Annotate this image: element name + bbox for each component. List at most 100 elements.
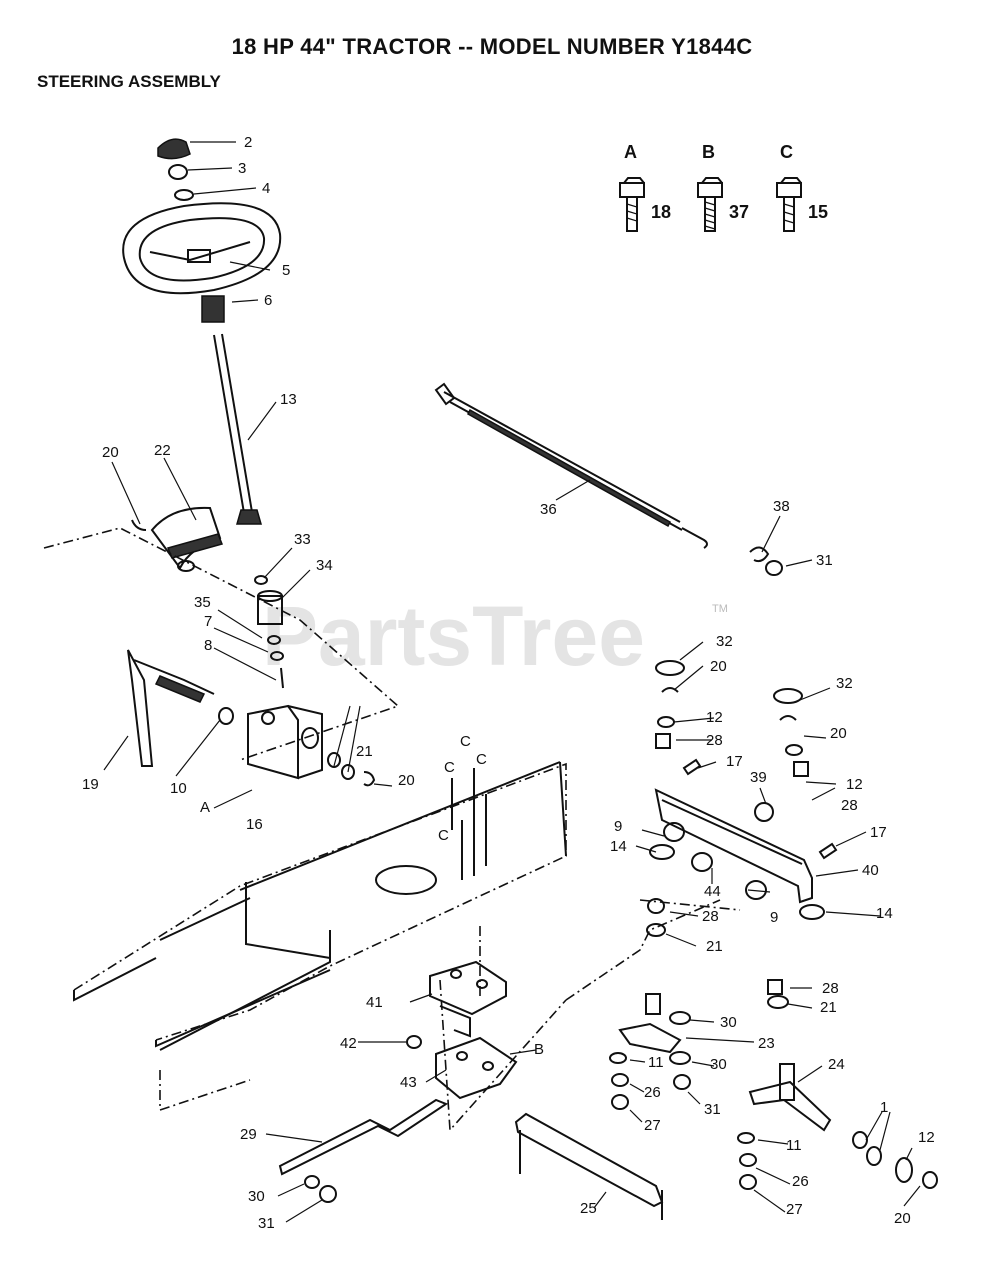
callout-11-left: 11 <box>648 1054 664 1071</box>
callout-22: 22 <box>154 442 171 459</box>
callout-21-lower: 21 <box>820 999 837 1016</box>
callout-27-right: 27 <box>786 1201 803 1218</box>
callout-7: 7 <box>204 613 212 630</box>
callout-labels: 2 3 4 5 6 13 20 22 33 34 35 7 8 19 10 A … <box>82 134 935 1232</box>
callout-39: 39 <box>750 769 767 786</box>
callout-31-upper: 31 <box>816 552 833 569</box>
callout-30-lower: 30 <box>248 1188 265 1205</box>
support-bracket-43-icon <box>435 1036 518 1100</box>
bolt-b-icon <box>697 177 723 232</box>
page-title: 18 HP 44" TRACTOR -- MODEL NUMBER Y1844C <box>231 34 753 59</box>
callout-32-left: 32 <box>716 633 733 650</box>
leader-lines <box>103 141 921 1223</box>
steering-wheel-group <box>122 138 284 689</box>
callout-c-4: C <box>438 827 449 844</box>
callout-32-right: 32 <box>836 675 853 692</box>
callout-14-right: 14 <box>876 905 893 922</box>
spindle-left-icon <box>609 993 691 1110</box>
callout-34: 34 <box>316 557 333 574</box>
callout-c-1: C <box>460 733 471 750</box>
washer-small-2-icon <box>270 651 284 661</box>
callout-20-right: 20 <box>830 725 847 742</box>
callout-33: 33 <box>294 531 311 548</box>
callout-9-upper: 9 <box>614 818 622 835</box>
callout-30-upper: 30 <box>720 1014 737 1031</box>
callout-21-middle: 21 <box>706 938 723 955</box>
callout-5: 5 <box>282 262 290 279</box>
callout-44: 44 <box>704 883 721 900</box>
steering-wheel-icon <box>122 202 282 295</box>
steering-gear-icon <box>131 506 224 572</box>
clip-38-icon <box>749 546 783 576</box>
callout-24: 24 <box>828 1056 845 1073</box>
callout-31-lower: 31 <box>258 1215 275 1232</box>
callout-10: 10 <box>170 780 187 797</box>
washer-small-icon <box>267 635 281 645</box>
bolt-c-icon <box>776 177 802 232</box>
nut-icon <box>168 164 188 180</box>
callout-20-lower: 20 <box>894 1210 911 1227</box>
callout-42: 42 <box>340 1035 357 1052</box>
section-title: STEERING ASSEMBLY <box>37 72 221 91</box>
front-axle-group <box>646 660 838 1009</box>
callout-11-right: 11 <box>786 1137 802 1154</box>
callout-c-3: C <box>476 751 487 768</box>
callout-21-upper: 21 <box>356 743 373 760</box>
callout-3: 3 <box>238 160 246 177</box>
callout-16: 16 <box>246 816 263 833</box>
callout-8: 8 <box>204 637 212 654</box>
callout-41: 41 <box>366 994 383 1011</box>
callout-30-middle: 30 <box>710 1056 727 1073</box>
callout-28-left: 28 <box>706 732 723 749</box>
callout-17-left: 17 <box>726 753 743 770</box>
callout-28-right: 28 <box>841 797 858 814</box>
callout-c-2: C <box>444 759 455 776</box>
callout-43: 43 <box>400 1074 417 1091</box>
watermark-text: PartsTree <box>262 589 645 683</box>
callout-26-left: 26 <box>644 1084 661 1101</box>
spindle-right-icon <box>737 1063 938 1190</box>
callout-38: 38 <box>773 498 790 515</box>
callout-31-middle: 31 <box>704 1101 721 1118</box>
legend-qty-b: 37 <box>729 202 749 222</box>
cap-icon <box>157 138 191 160</box>
callout-29: 29 <box>240 1126 257 1143</box>
steering-adapter-icon <box>201 295 225 323</box>
legend-bolts: A B C 18 37 15 <box>619 142 828 232</box>
callout-26-right: 26 <box>792 1173 809 1190</box>
callout-12-lower: 12 <box>918 1129 935 1146</box>
callout-25: 25 <box>580 1200 597 1217</box>
nut-42-icon <box>406 1035 422 1049</box>
frame-bolts-c <box>451 768 487 880</box>
callout-9-lower: 9 <box>770 909 778 926</box>
mounting-bracket-icon <box>247 704 376 787</box>
callout-20-left: 20 <box>710 658 727 675</box>
ring-icon <box>254 575 268 585</box>
watermark-trademark: TM <box>712 603 728 615</box>
callout-27-left: 27 <box>644 1117 661 1134</box>
legend-qty-a: 18 <box>651 202 671 222</box>
callout-17-right: 17 <box>870 824 887 841</box>
callout-12-right: 12 <box>846 776 863 793</box>
callout-2: 2 <box>244 134 252 151</box>
callout-28-middle: 28 <box>702 908 719 925</box>
callout-14-left: 14 <box>610 838 627 855</box>
drag-link-icon <box>434 382 708 549</box>
callout-23: 23 <box>758 1035 775 1052</box>
pitman-arm-icon <box>127 649 234 767</box>
callout-6: 6 <box>264 292 272 309</box>
washer-icon <box>174 189 194 201</box>
callout-20-upper: 20 <box>102 444 119 461</box>
callout-13: 13 <box>280 391 297 408</box>
callout-a-bracket: A <box>200 799 210 816</box>
callout-28-lower: 28 <box>822 980 839 997</box>
steering-shaft-icon <box>213 333 262 525</box>
callout-4: 4 <box>262 180 270 197</box>
callout-20-bracket: 20 <box>398 772 415 789</box>
callout-19: 19 <box>82 776 99 793</box>
callout-40: 40 <box>862 862 879 879</box>
callout-12-left: 12 <box>706 709 723 726</box>
support-bracket-41-icon <box>429 960 507 1038</box>
bolt-a-icon <box>619 177 645 232</box>
